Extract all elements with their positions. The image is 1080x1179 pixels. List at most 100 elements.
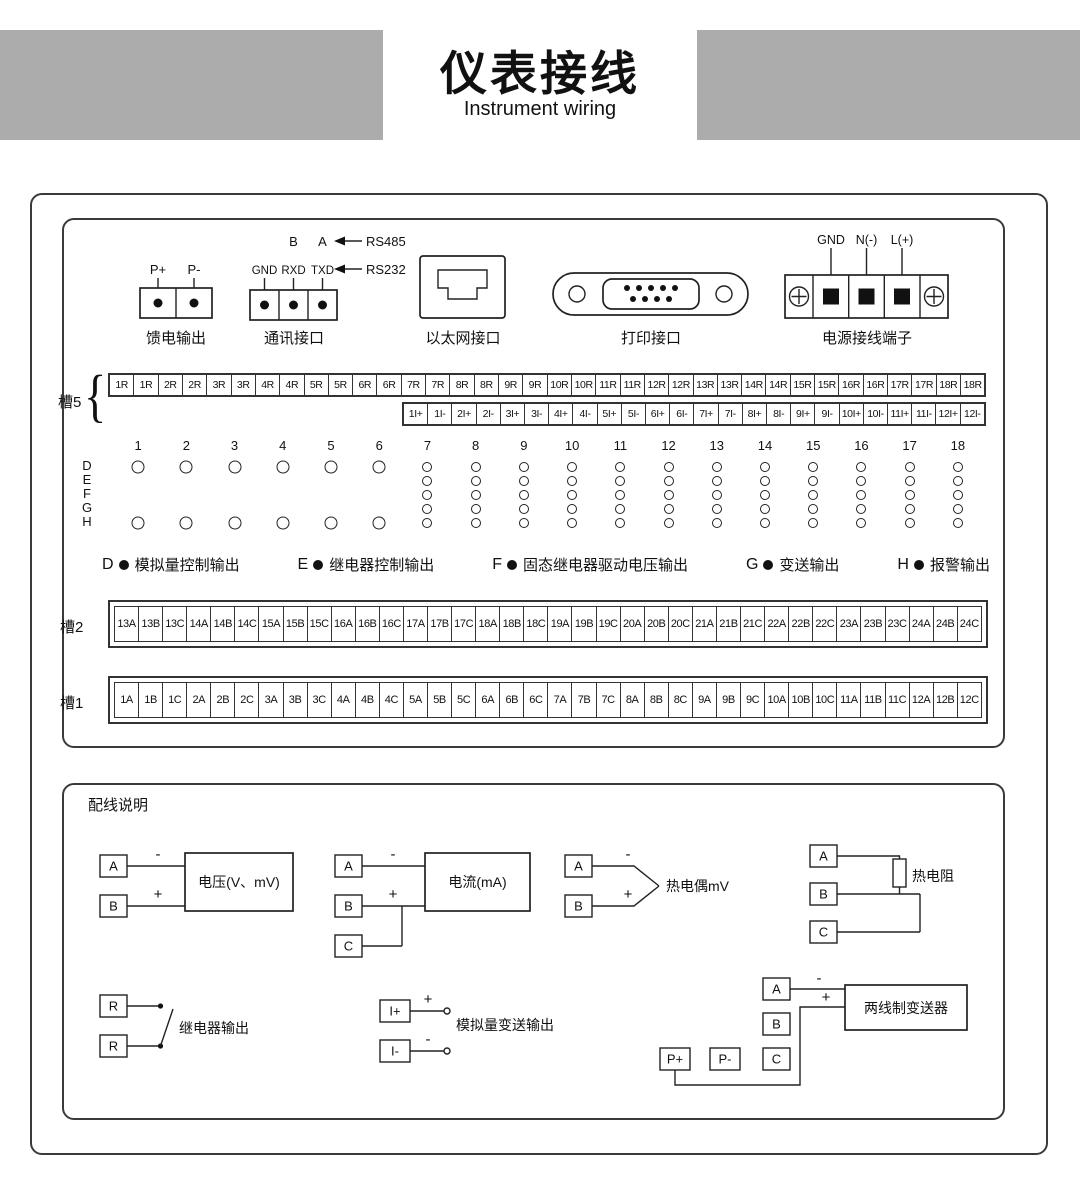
terminal-cell-13R: 13R bbox=[692, 375, 717, 395]
current-wires bbox=[362, 865, 425, 947]
matrix-column-4: 4 bbox=[279, 438, 287, 453]
terminal-cell-1R: 1R bbox=[115, 379, 128, 391]
thermocouple-label: 热电偶mV bbox=[666, 878, 730, 894]
terminal-circle-F10 bbox=[567, 490, 578, 500]
terminal-cell-21A: 21A bbox=[691, 607, 716, 641]
terminal-cell-8I-: 8I- bbox=[766, 404, 790, 424]
current-box bbox=[424, 852, 531, 912]
terminal-cell-6R: 6R bbox=[376, 375, 400, 395]
terminal-cell-12I+: 12I+ bbox=[935, 404, 959, 424]
matrix-row-E: E bbox=[82, 472, 92, 487]
terminal-cell-7A: 7A bbox=[547, 683, 571, 717]
comm-dividers bbox=[278, 290, 309, 320]
terminal-cell-8A: 8A bbox=[619, 683, 644, 717]
terminal-cell-14B: 14B bbox=[210, 607, 234, 641]
wiring-notes-title: 配线说明 bbox=[88, 797, 149, 814]
terminal-cell-2I-: 2I- bbox=[475, 404, 500, 424]
terminal-cell-5R: 5R bbox=[303, 375, 328, 395]
terminal-cell-4I-: 4I- bbox=[572, 404, 596, 424]
terminal-cell-3R: 3R bbox=[206, 375, 230, 395]
terminal-cell-11C: 11C bbox=[884, 683, 909, 717]
terminal-cell-18R: 18R bbox=[959, 375, 984, 395]
terminal-cell-9I-: 9I- bbox=[814, 404, 838, 424]
terminal-circle-H7 bbox=[422, 518, 433, 528]
matrix-column-9: 9 bbox=[520, 438, 528, 453]
terminal-a-label: A bbox=[772, 982, 781, 997]
power-pin-neutral: N(-) bbox=[856, 233, 878, 247]
terminal-cell-7R: 7R bbox=[400, 375, 425, 395]
terminal-circle-H11 bbox=[615, 518, 626, 528]
printer-port-connector bbox=[552, 272, 749, 316]
terminal-circle-E10 bbox=[567, 476, 578, 486]
matrix-column-17: 17 bbox=[902, 438, 917, 453]
terminal-circle-F8 bbox=[470, 490, 481, 500]
voltage-wires bbox=[127, 865, 185, 907]
terminal-circle-F15 bbox=[808, 490, 819, 500]
terminal-cell-5C: 5C bbox=[451, 683, 475, 717]
terminal-circle-G13 bbox=[711, 504, 722, 514]
terminal-cell-18R: 18R bbox=[935, 375, 960, 395]
terminal-cell-7B: 7B bbox=[571, 683, 595, 717]
terminal-cell-1I+: 1I+ bbox=[408, 408, 423, 420]
comm-terminal-dot bbox=[318, 300, 327, 310]
terminal-circle-D10 bbox=[567, 462, 578, 472]
legend-label: 变送输出 bbox=[779, 557, 840, 574]
terminal-cell-14C: 14C bbox=[234, 607, 258, 641]
terminal-cell-23A: 23A bbox=[836, 607, 860, 641]
terminal-section-panel bbox=[62, 218, 1005, 748]
terminal-circle-E14 bbox=[759, 476, 770, 486]
power-terminal-label: 电源接线端子 bbox=[821, 330, 912, 347]
feed-output-label: 馈电输出 bbox=[145, 330, 206, 347]
power-terminal-connector: GND N(-) L(+) bbox=[784, 233, 949, 319]
terminal-a-label: A bbox=[574, 859, 583, 874]
rs232-label: RS232 bbox=[366, 262, 406, 277]
terminal-cell-4A: 4A bbox=[330, 683, 355, 717]
comm-terminal-dot bbox=[289, 300, 298, 310]
terminal-cell-16C: 16C bbox=[378, 607, 403, 641]
terminal-cell-22B: 22B bbox=[788, 607, 812, 641]
terminal-cell-7I+: 7I+ bbox=[693, 404, 717, 424]
terminal-cell-17A: 17A bbox=[402, 607, 427, 641]
legend-label: 报警输出 bbox=[929, 557, 990, 574]
rtd-label: 热电阻 bbox=[912, 868, 954, 884]
terminal-b-label: B bbox=[574, 899, 583, 914]
legend-key: F bbox=[492, 555, 502, 573]
relay-switch-blade-icon bbox=[159, 1008, 174, 1047]
matrix-column-7: 7 bbox=[423, 438, 432, 453]
terminal-cell-1I-: 1I- bbox=[427, 404, 451, 424]
terminal-cell-9A: 9A bbox=[691, 683, 716, 717]
db9-screw-icon bbox=[715, 285, 733, 303]
terminal-cell-11A: 11A bbox=[836, 683, 860, 717]
terminal-cell-16B: 16B bbox=[354, 607, 379, 641]
terminal-cell-8R: 8R bbox=[449, 375, 473, 395]
voltage-wiring-example: A B - + 电压(V、mV) bbox=[99, 846, 294, 918]
power-pin-gnd: GND bbox=[817, 233, 845, 247]
current-box-label: 电流(mA) bbox=[448, 874, 506, 890]
comm-pin-gnd: GND bbox=[252, 265, 278, 277]
matrix-row-F: F bbox=[83, 486, 91, 501]
terminal-c-label: C bbox=[819, 925, 828, 940]
analog-transmit-output-example: I+ I- + - 模拟量变送输出 bbox=[379, 991, 554, 1063]
terminal-circle-D9 bbox=[518, 462, 529, 472]
power-terminal-pad bbox=[894, 288, 910, 305]
voltage-box bbox=[184, 852, 294, 912]
rs485-label: RS485 bbox=[366, 234, 406, 249]
terminal-circle-H8 bbox=[470, 518, 481, 528]
relay-output-example: R R 继电器输出 bbox=[99, 994, 249, 1058]
terminal-cell-22A: 22A bbox=[764, 607, 788, 641]
terminal-circle-G15 bbox=[808, 504, 819, 514]
slot2-label: 槽2 bbox=[60, 619, 84, 636]
minus-sign: - bbox=[426, 1031, 431, 1048]
terminal-cell-2B: 2B bbox=[210, 683, 234, 717]
terminal-cell-18A: 18A bbox=[475, 607, 499, 641]
terminal-circle-F11 bbox=[615, 490, 626, 500]
comm-terminal-dot bbox=[260, 300, 269, 310]
terminal-cell-7C: 7C bbox=[595, 683, 620, 717]
terminal-circle-F13 bbox=[711, 490, 722, 500]
terminal-cell-5I-: 5I- bbox=[620, 404, 645, 424]
plus-sign: + bbox=[822, 989, 831, 1006]
